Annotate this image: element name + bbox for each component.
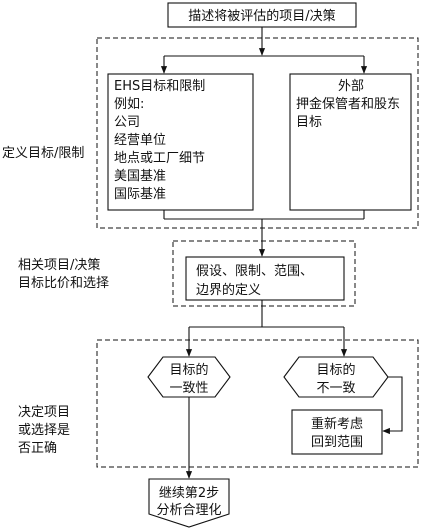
definition-line-0: 假设、限制、范围、 bbox=[196, 264, 313, 279]
ehs-line-6: 国际基准 bbox=[114, 187, 166, 202]
arrow-to-reconsider bbox=[382, 376, 403, 435]
definition-box bbox=[185, 256, 345, 301]
section2-side-label-1: 目标比价和选择 bbox=[18, 276, 109, 291]
consistent-line-1: 一致性 bbox=[169, 381, 208, 396]
ehs-line-1: 例如: bbox=[114, 96, 144, 112]
ehs-goals-text: EHS目标和限制 例如: 公司 经营单位 地点或工厂细节 美国基准 国际基准 bbox=[114, 79, 205, 202]
external-line-2: 目标 bbox=[296, 115, 322, 130]
section3-side-label-2: 否正确 bbox=[18, 441, 57, 456]
section1-frame bbox=[96, 37, 419, 229]
consistent-line-0: 目标的 bbox=[169, 362, 208, 378]
reconsider-line-1: 回到范围 bbox=[311, 435, 363, 450]
external-line-1: 押金保管者和股东 bbox=[296, 96, 400, 112]
section2-frame bbox=[172, 240, 356, 307]
reconsider-box bbox=[291, 409, 383, 455]
continue-line-1: 分析合理化 bbox=[156, 503, 221, 518]
external-text: 外部 押金保管者和股东 目标 bbox=[296, 79, 400, 130]
section2-side-label-0: 相关项目/决策 bbox=[18, 257, 100, 273]
section3-side-label-0: 决定项目 bbox=[18, 405, 70, 420]
ehs-line-5: 美国基准 bbox=[114, 169, 166, 184]
consistent-hexagon bbox=[147, 356, 231, 398]
reconsider-line-0: 重新考虑 bbox=[311, 416, 363, 432]
inconsistent-line-0: 目标的 bbox=[316, 362, 355, 378]
external-line-0: 外部 bbox=[338, 79, 364, 94]
inconsistent-line-1: 不一致 bbox=[316, 381, 355, 396]
definition-line-1: 边界的定义 bbox=[196, 282, 261, 298]
top-box-label: 描述将被评估的项目/决策 bbox=[188, 8, 335, 24]
ehs-line-0: EHS目标和限制 bbox=[114, 79, 205, 94]
ehs-goals-box bbox=[107, 73, 254, 211]
ehs-line-3: 经营单位 bbox=[114, 133, 166, 148]
section1-side-label: 定义目标/限制 bbox=[2, 146, 84, 161]
section3-frame bbox=[96, 339, 419, 468]
section3-side-label-1: 或选择是 bbox=[18, 423, 70, 438]
ehs-line-2: 公司 bbox=[114, 115, 140, 130]
continue-step2-box bbox=[148, 478, 230, 528]
external-box bbox=[289, 73, 412, 211]
continue-line-0: 继续第2步 bbox=[159, 486, 219, 501]
ehs-line-4: 地点或工厂细节 bbox=[114, 151, 205, 166]
top-box bbox=[167, 2, 357, 28]
